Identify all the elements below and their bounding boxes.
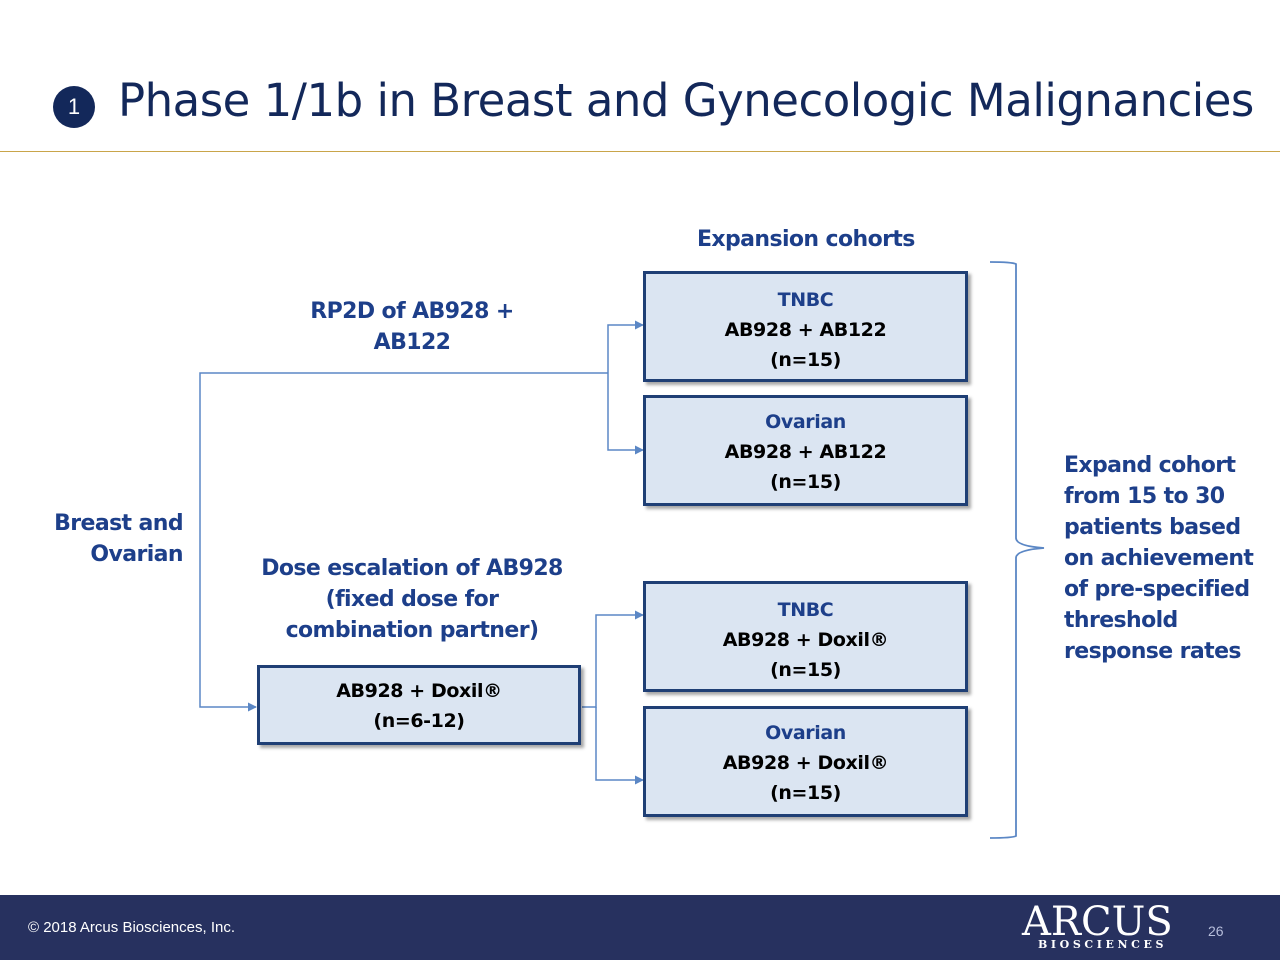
cohort-name: Ovarian [765, 411, 846, 433]
cohort-regimen: AB928 + AB122 [724, 319, 887, 341]
expand-note-line: patients based [1064, 515, 1241, 540]
cohort-n: (n=15) [770, 782, 841, 804]
curly-brace-icon [989, 261, 1045, 839]
cohort-box-tnbc-ab122: TNBC AB928 + AB122 (n=15) [643, 271, 968, 382]
cohort-name: Ovarian [765, 722, 846, 744]
dose-escalation-label-line: combination partner) [285, 618, 539, 643]
page-number: 26 [1208, 923, 1224, 939]
expand-note-line: response rates [1064, 639, 1242, 664]
connector-to-tnbc-ab122 [607, 320, 644, 373]
cohort-regimen: AB928 + Doxil® [722, 752, 889, 774]
dose-escalation-n: (n=6-12) [373, 710, 465, 732]
copyright-text: © 2018 Arcus Biosciences, Inc. [28, 919, 235, 936]
cohort-regimen: AB928 + AB122 [724, 441, 887, 463]
dose-escalation-label-line: Dose escalation of AB928 [261, 556, 563, 581]
cohort-box-ovarian-ab122: Ovarian AB928 + AB122 (n=15) [643, 395, 968, 506]
title-divider [0, 151, 1280, 152]
cohort-name: TNBC [777, 599, 834, 621]
dose-escalation-label-line: (fixed dose for [325, 587, 499, 612]
cohort-box-ovarian-doxil: Ovarian AB928 + Doxil® (n=15) [643, 706, 968, 817]
expansion-cohorts-heading: Expansion cohorts [697, 227, 915, 252]
dose-escalation-label: Dose escalation of AB928 (fixed dose for… [252, 553, 572, 646]
rp2d-label: RP2D of AB928 + AB122 [292, 296, 532, 358]
expand-note-line: Expand cohort [1064, 453, 1236, 478]
cohort-n: (n=15) [770, 349, 841, 371]
arcus-logo-subtitle: BIOSCIENCES [1038, 938, 1167, 951]
connector-lines [199, 261, 1045, 839]
dose-escalation-regimen: AB928 + Doxil® [336, 680, 502, 702]
rp2d-label-line: RP2D of AB928 + [310, 299, 514, 324]
slide-number-badge: 1 [53, 86, 95, 128]
cohort-name: TNBC [777, 289, 834, 311]
rp2d-label-line: AB122 [373, 330, 451, 355]
population-label-line: Ovarian [90, 542, 183, 567]
page-title: Phase 1/1b in Breast and Gynecologic Mal… [118, 74, 1254, 127]
population-label-line: Breast and [54, 511, 184, 536]
expand-note-line: of pre-specified [1064, 577, 1250, 602]
expand-note-line: on achievement [1064, 546, 1254, 571]
cohort-box-tnbc-doxil: TNBC AB928 + Doxil® (n=15) [643, 581, 968, 692]
dose-escalation-box: AB928 + Doxil® (n=6-12) [257, 665, 581, 745]
footer-bar [0, 895, 1280, 960]
expand-cohort-note: Expand cohort from 15 to 30 patients bas… [1064, 450, 1254, 667]
connector-to-ovarian-ab122 [607, 373, 644, 455]
cohort-n: (n=15) [770, 659, 841, 681]
connector-to-ovarian-doxil [595, 707, 644, 785]
expand-note-line: threshold [1064, 608, 1178, 633]
cohort-regimen: AB928 + Doxil® [722, 629, 889, 651]
arcus-logo: ARCUS [1022, 899, 1173, 945]
expand-note-line: from 15 to 30 [1064, 484, 1225, 509]
cohort-n: (n=15) [770, 471, 841, 493]
population-label: Breast and Ovarian [40, 508, 184, 570]
connector-to-tnbc-doxil [582, 610, 644, 708]
connector-population-to-escalation [199, 372, 608, 712]
